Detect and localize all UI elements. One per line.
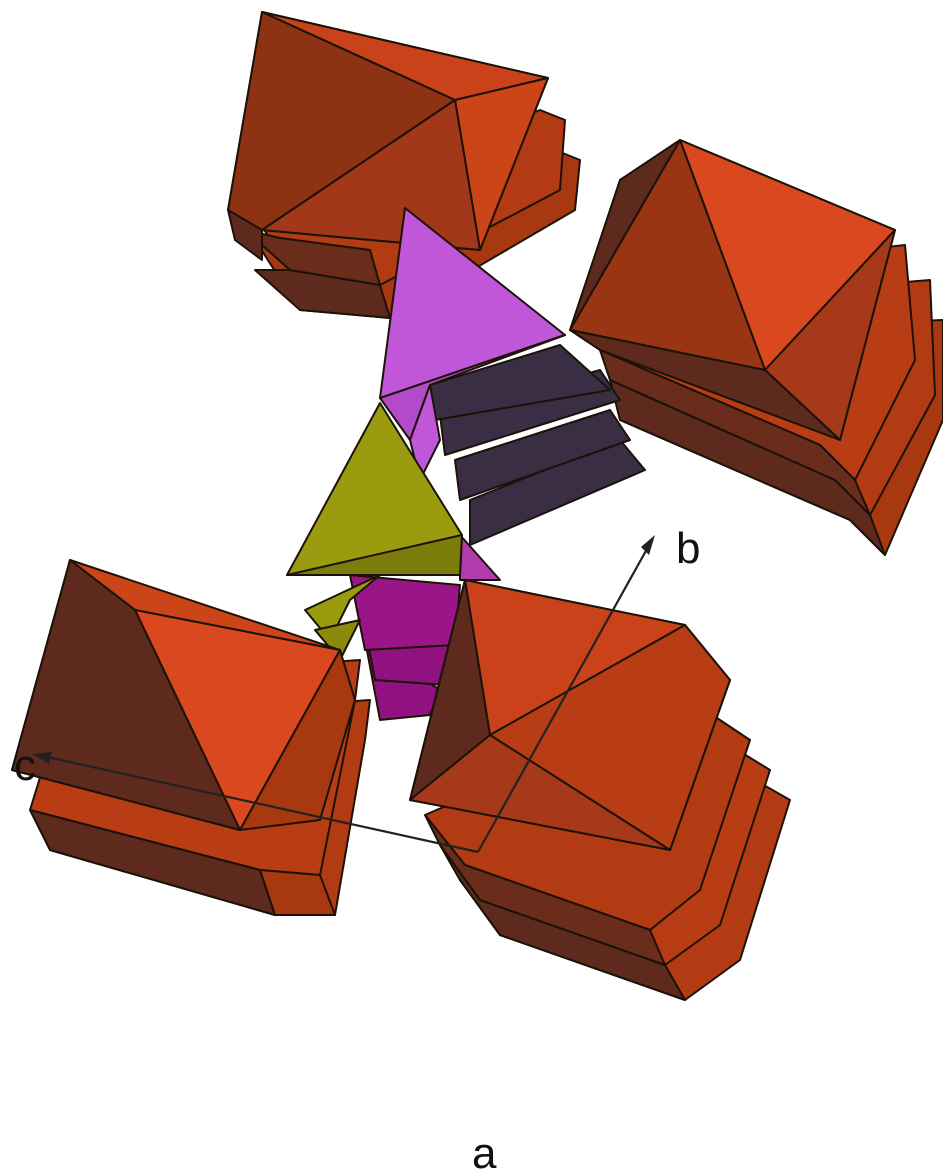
axis-label-a: a xyxy=(472,1129,497,1173)
octahedron-stack-bottom-right xyxy=(409,579,791,1001)
tetrahedron-chain xyxy=(286,207,646,721)
octahedron-stack-top-right xyxy=(569,139,943,556)
axis-label-b: b xyxy=(676,524,700,573)
axis-c-line xyxy=(37,753,479,854)
axes: a b c xyxy=(14,524,700,1173)
axis-label-c: c xyxy=(14,741,36,790)
axis-c-arrowhead xyxy=(32,752,52,764)
axis-b-arrowhead xyxy=(641,535,655,555)
axis-b-line xyxy=(477,539,653,853)
octahedron-stack-top-left xyxy=(227,11,581,319)
